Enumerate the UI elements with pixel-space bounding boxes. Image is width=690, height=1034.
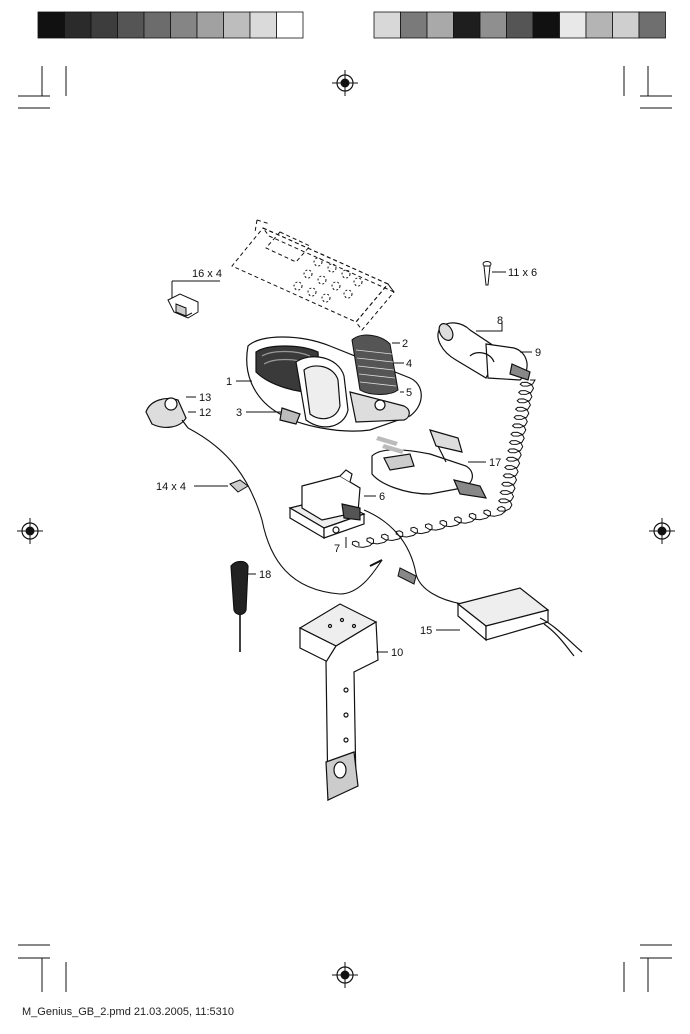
phone-adapter-part <box>371 429 488 499</box>
screw-icon <box>482 261 506 286</box>
coiled-cable <box>351 379 536 548</box>
label-5: 5 <box>406 387 412 399</box>
color-swatch <box>170 11 198 39</box>
car-charger-plug-part <box>437 322 531 381</box>
color-swatch <box>143 11 171 39</box>
strap-bracket-part <box>298 603 379 801</box>
swivel-mount-part <box>288 469 366 540</box>
leader-lines <box>186 321 532 653</box>
registration-mark-icon <box>17 518 43 544</box>
screwdriver-icon <box>230 560 249 652</box>
label-11: 11 x 6 <box>508 267 537 279</box>
color-swatch <box>638 11 666 39</box>
arrow-indicator <box>376 436 404 454</box>
part-labels: 1 2 3 4 5 6 7 8 9 10 11 x 6 12 13 14 x 4… <box>156 267 541 659</box>
color-swatch <box>532 11 560 39</box>
label-10: 10 <box>391 647 403 659</box>
power-cable <box>363 509 463 605</box>
color-swatch <box>117 11 145 39</box>
label-2: 2 <box>402 338 408 350</box>
label-8: 8 <box>497 315 503 327</box>
color-swatch <box>559 11 587 39</box>
button-cable <box>187 427 383 595</box>
color-bar-right <box>373 11 666 39</box>
label-3: 3 <box>236 407 242 419</box>
label-16: 16 x 4 <box>192 268 222 280</box>
file-info-footer: M_Genius_GB_2.pmd 21.03.2005, 11:5310 <box>22 1006 235 1018</box>
label-14: 14 x 4 <box>156 481 186 493</box>
label-13: 13 <box>199 392 211 404</box>
label-4: 4 <box>406 358 412 370</box>
registration-mark-icon <box>332 70 358 96</box>
color-swatch <box>426 11 454 39</box>
power-adapter-part <box>456 587 583 657</box>
cable-clip-part <box>229 479 249 493</box>
label-18: 18 <box>259 569 271 581</box>
color-swatch <box>64 11 92 39</box>
color-swatch <box>90 11 118 39</box>
color-swatch <box>506 11 534 39</box>
label-1: 1 <box>226 376 232 388</box>
registration-mark-icon <box>649 518 675 544</box>
color-swatch <box>196 11 224 39</box>
crop-marks <box>18 66 672 992</box>
mounting-clip-part <box>167 293 199 319</box>
color-swatch <box>400 11 428 39</box>
color-swatch <box>612 11 640 39</box>
spring-holder-part <box>351 334 399 395</box>
remote-button-part <box>145 397 189 429</box>
label-12: 12 <box>199 407 211 419</box>
color-swatch <box>223 11 251 39</box>
label-9: 9 <box>535 347 541 359</box>
label-17: 17 <box>489 457 501 469</box>
color-swatch <box>37 11 65 39</box>
label-15: 15 <box>420 625 432 637</box>
color-swatch <box>453 11 481 39</box>
color-swatch <box>249 11 277 39</box>
color-swatch <box>373 11 401 39</box>
label-7: 7 <box>334 543 340 555</box>
cradle-body-part <box>246 336 422 432</box>
registration-mark-icon <box>332 962 358 988</box>
color-swatch <box>479 11 507 39</box>
label-6: 6 <box>379 491 385 503</box>
color-swatch <box>585 11 613 39</box>
phone-outline-icon <box>231 219 396 331</box>
color-swatch <box>276 11 304 39</box>
color-bar-left <box>37 11 304 39</box>
